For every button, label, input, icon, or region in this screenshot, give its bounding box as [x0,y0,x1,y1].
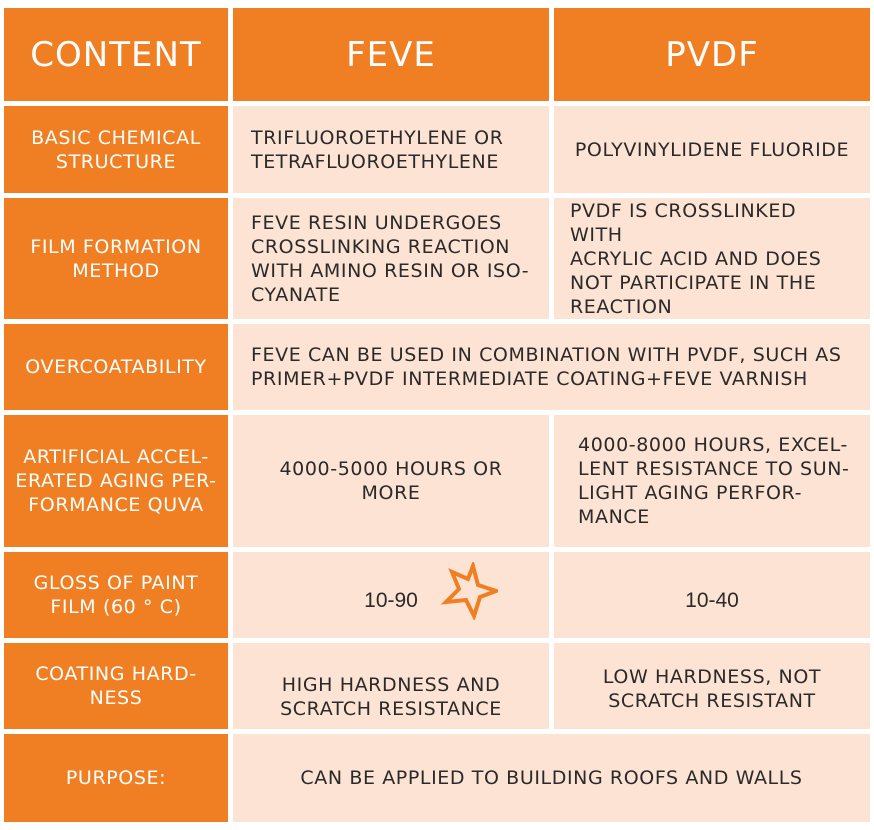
header-pvdf-label: PVDF [665,34,759,75]
cell-text: 10-40 [685,589,739,612]
row-label-text: FILM FORMATION METHOD [30,235,202,282]
cell-text: 4000-5000 HOURS OR MORE [279,458,503,504]
star-outline-icon [440,562,498,620]
cell-text: FEVE RESIN UNDERGOES CROSSLINKING REACTI… [251,211,530,306]
row-hardness-feve: HIGH HARDNESS AND SCRATCH RESISTANCE [233,643,549,729]
row-label-text: BASIC CHEMICAL STRUCTURE [31,126,201,173]
cell-text: PVDF IS CROSSLINKED WITH ACRYLIC ACID AN… [570,199,822,318]
row-label-text: COATING HARD- NESS [35,663,197,709]
row-hardness-label: COATING HARD- NESS [4,643,228,729]
row-purpose-label: PURPOSE: [4,734,228,822]
row-label-text: OVERCOATABILITY [25,356,207,378]
row-label-text: PURPOSE: [65,767,167,789]
header-feve-label: FEVE [346,34,436,75]
row-film-formation-feve: FEVE RESIN UNDERGOES CROSSLINKING REACTI… [233,198,549,319]
row-gloss-pvdf: 10-40 [554,552,870,638]
row-purpose-merged: CAN BE APPLIED TO BUILDING ROOFS AND WAL… [233,734,870,822]
row-overcoatability-label: OVERCOATABILITY [4,324,228,410]
cell-text: 10-90 [364,589,418,612]
cell-text: HIGH HARDNESS AND SCRATCH RESISTANCE [280,674,502,720]
row-aging-label: ARTIFICIAL ACCEL- ERATED AGING PER- FORM… [4,415,228,547]
header-feve: FEVE [233,8,549,101]
row-chemical-structure-pvdf: POLYVINYLIDENE FLUORIDE [554,106,870,193]
row-hardness-pvdf: LOW HARDNESS, NOT SCRATCH RESISTANT [554,643,870,729]
cell-text: CAN BE APPLIED TO BUILDING ROOFS AND WAL… [300,767,803,789]
row-gloss-label: GLOSS OF PAINT FILM (60 ° C) [4,552,228,638]
row-aging-feve: 4000-5000 HOURS OR MORE [233,415,549,547]
cell-text: 4000-8000 HOURS, EXCEL- LENT RESISTANCE … [578,434,850,528]
cell-text: TRIFLUOROETHYLENE OR TETRAFLUOROETHYLENE [251,126,504,173]
cell-text: POLYVINYLIDENE FLUORIDE [574,138,850,161]
row-chemical-structure-feve: TRIFLUOROETHYLENE OR TETRAFLUOROETHYLENE [233,106,549,193]
cell-text: FEVE CAN BE USED IN COMBINATION WITH PVD… [251,344,842,390]
header-content-label: CONTENT [30,34,202,75]
row-aging-pvdf: 4000-8000 HOURS, EXCEL- LENT RESISTANCE … [554,415,870,547]
row-gloss-feve: 10-90 [233,552,549,638]
cell-text: LOW HARDNESS, NOT SCRATCH RESISTANT [602,666,822,712]
row-chemical-structure-label: BASIC CHEMICAL STRUCTURE [4,106,228,193]
header-content: CONTENT [4,8,228,101]
row-label-text: ARTIFICIAL ACCEL- ERATED AGING PER- FORM… [15,446,217,516]
header-pvdf: PVDF [554,8,870,101]
row-overcoatability-merged: FEVE CAN BE USED IN COMBINATION WITH PVD… [233,324,870,410]
row-label-text: GLOSS OF PAINT FILM (60 ° C) [33,572,199,618]
row-film-formation-pvdf: PVDF IS CROSSLINKED WITH ACRYLIC ACID AN… [554,198,870,319]
row-film-formation-label: FILM FORMATION METHOD [4,198,228,319]
